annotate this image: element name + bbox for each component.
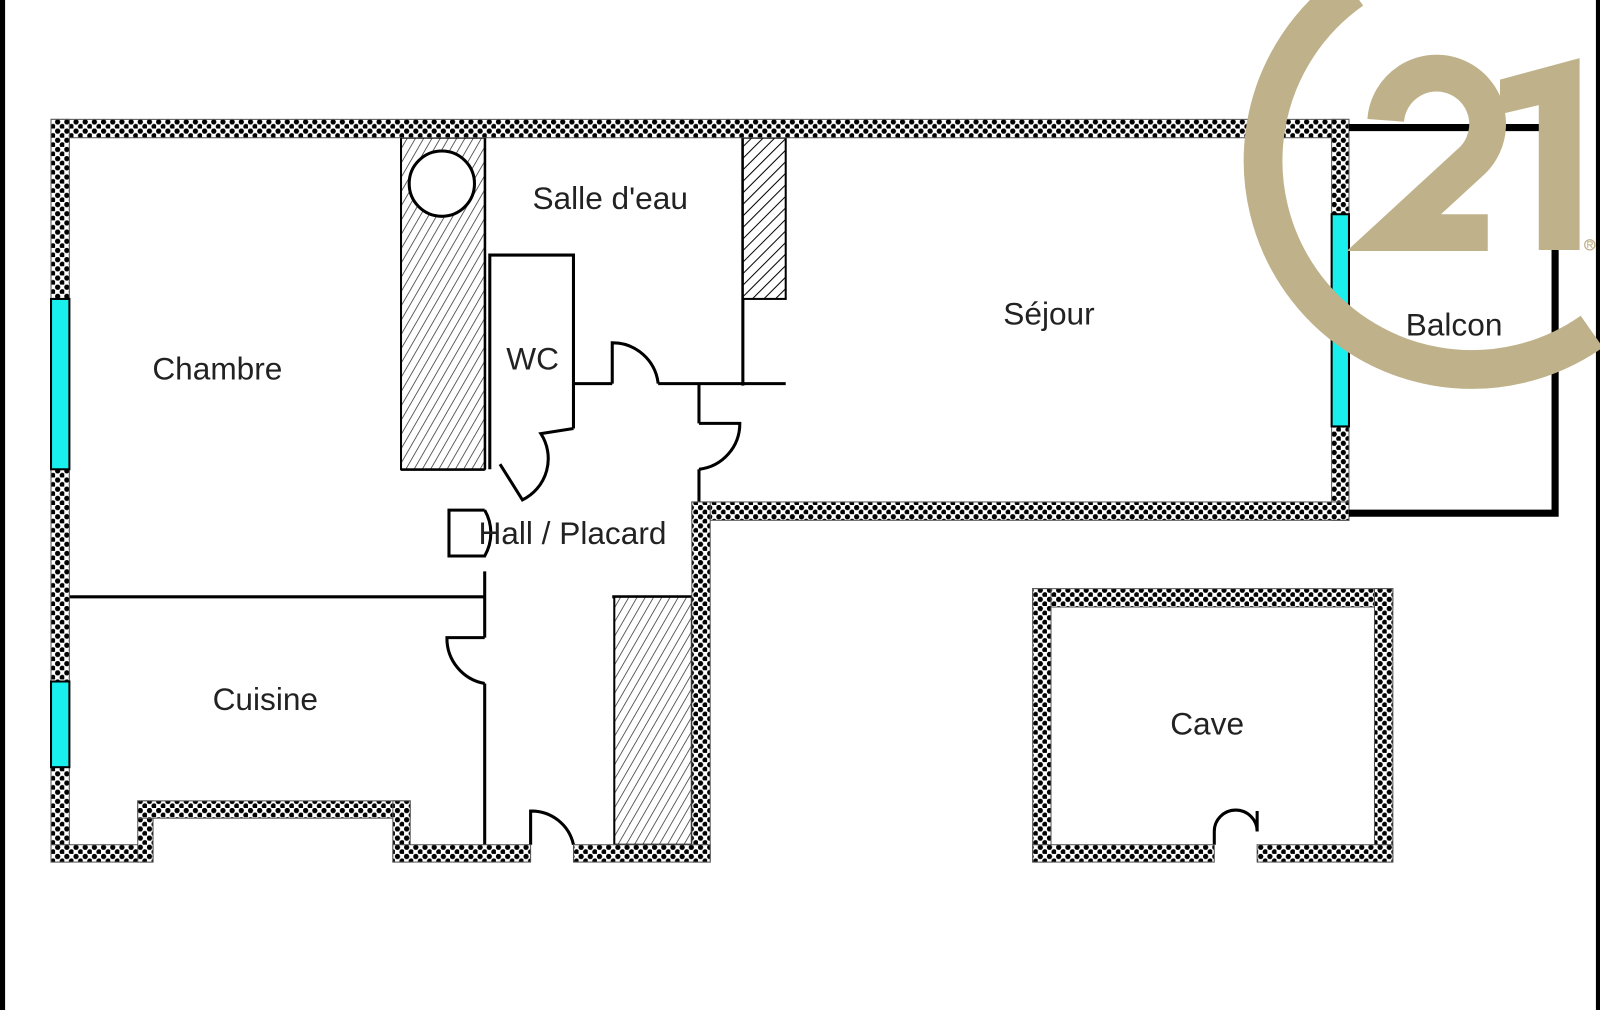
- window-chambre: [50, 297, 71, 471]
- window-cuisine: [50, 680, 71, 769]
- room-label-chambre: Chambre: [152, 351, 282, 387]
- balcony-outline: [1348, 123, 1559, 517]
- logo-numeral-1: [1500, 58, 1580, 250]
- hatched-column: [741, 136, 787, 300]
- room-label-cuisine: Cuisine: [213, 681, 318, 717]
- logo-c-arc: [1243, 0, 1600, 389]
- room-label-salle-deau: Salle d'eau: [532, 180, 687, 216]
- frame-edge-right: [1595, 0, 1600, 1010]
- room-label-wc: WC: [506, 340, 559, 376]
- cave-walls: [1032, 588, 1394, 863]
- logo-registered-mark: [1584, 239, 1596, 251]
- room-label-cave: Cave: [1170, 706, 1244, 742]
- room-label-balcon: Balcon: [1406, 307, 1503, 343]
- shower-circle: [407, 149, 477, 218]
- frame-edge-left: [0, 0, 6, 1010]
- century21-logo: [1243, 0, 1600, 389]
- room-label-sejour: Séjour: [1003, 295, 1094, 331]
- placard-hatch: [613, 595, 693, 846]
- room-label-hall: Hall / Placard: [478, 515, 666, 551]
- logo-numeral-2: [1346, 54, 1506, 251]
